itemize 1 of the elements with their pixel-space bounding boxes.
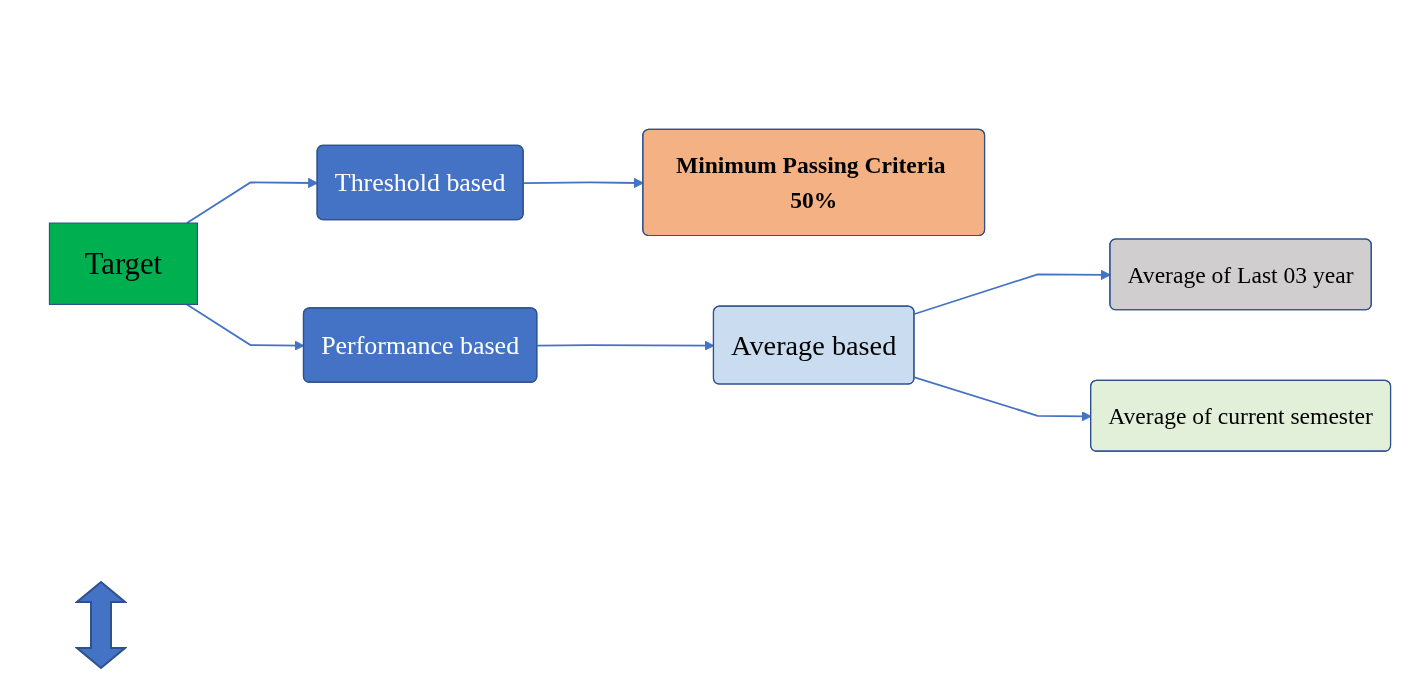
node-box: Target xyxy=(48,222,198,305)
